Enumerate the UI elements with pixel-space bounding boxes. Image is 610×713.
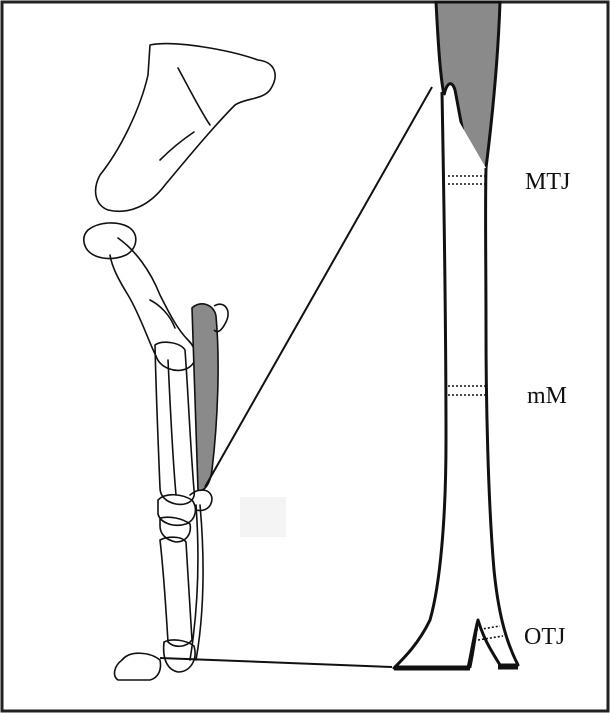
mtj-label: MTJ <box>525 170 570 194</box>
gastrocnemius-muscle <box>192 304 218 490</box>
mm-label: mM <box>527 384 567 408</box>
zoom-line-bottom <box>160 658 392 667</box>
hind-limb-skeleton <box>84 44 275 680</box>
zoom-line-top <box>205 87 432 487</box>
faint-rectangle <box>240 497 286 537</box>
otj-label: OTJ <box>524 625 565 649</box>
tendon-body <box>394 92 518 668</box>
